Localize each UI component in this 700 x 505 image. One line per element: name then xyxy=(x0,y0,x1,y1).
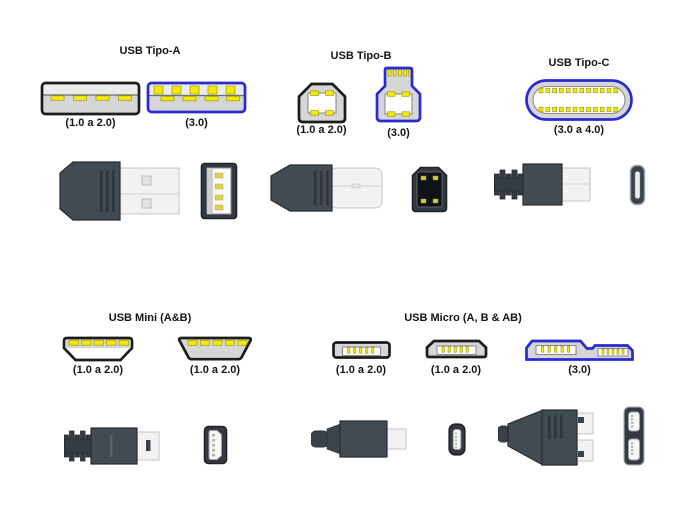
usb-a-1-2-schematic xyxy=(40,81,141,116)
usb-b-plug-illustration xyxy=(268,164,384,212)
usb-micro-plug-front-illustration xyxy=(448,423,466,456)
usb-c-schematic xyxy=(524,78,634,122)
usb-mini-b-schematic xyxy=(62,336,134,362)
section-title-usb-micro: USB Micro (A, B & AB) xyxy=(404,312,522,324)
label-usb-b-3: (3.0) xyxy=(387,127,410,139)
usb-micro-3-schematic xyxy=(525,338,634,361)
label-usb-micro-3: (3.0) xyxy=(568,364,591,376)
usb-micro-3-plug-illustration xyxy=(498,409,594,466)
usb-micro-a-schematic xyxy=(332,341,391,359)
section-title-usb-tipo-a: USB Tipo-A xyxy=(119,45,181,57)
usb-micro-3-plug-front-illustration xyxy=(623,406,645,466)
usb-micro-b-schematic xyxy=(425,339,488,359)
usb-micro-plug-illustration xyxy=(311,420,407,458)
section-title-usb-tipo-b: USB Tipo-B xyxy=(330,50,392,62)
usb-a-3-schematic xyxy=(146,81,247,114)
usb-a-port-illustration xyxy=(200,162,238,220)
usb-b-plug-front-illustration xyxy=(411,166,448,213)
label-usb-c: (3.0 a 4.0) xyxy=(553,124,605,136)
usb-c-plug-illustration xyxy=(494,163,591,206)
usb-mini-plug-front-illustration xyxy=(203,425,228,465)
usb-mini-a-schematic xyxy=(177,336,253,361)
section-title-usb-mini: USB Mini (A&B) xyxy=(108,312,192,324)
label-usb-a-1-2: (1.0 a 2.0) xyxy=(65,117,116,129)
label-usb-b-1-2: (1.0 a 2.0) xyxy=(296,124,347,136)
label-usb-mini-a: (1.0 a 2.0) xyxy=(189,364,241,376)
label-usb-mini-b: (1.0 a 2.0) xyxy=(72,364,124,376)
usb-b-3-schematic xyxy=(374,66,423,124)
label-usb-a-3: (3.0) xyxy=(185,117,208,129)
usb-a-plug-illustration xyxy=(58,161,180,221)
label-usb-micro-a: (1.0 a 2.0) xyxy=(335,364,387,376)
section-title-usb-tipo-c: USB Tipo-C xyxy=(548,57,610,69)
usb-mini-plug-illustration xyxy=(64,427,160,465)
usb-b-1-2-schematic xyxy=(297,82,347,124)
usb-c-plug-front-illustration xyxy=(629,164,646,206)
label-usb-micro-b: (1.0 a 2.0) xyxy=(430,364,482,376)
